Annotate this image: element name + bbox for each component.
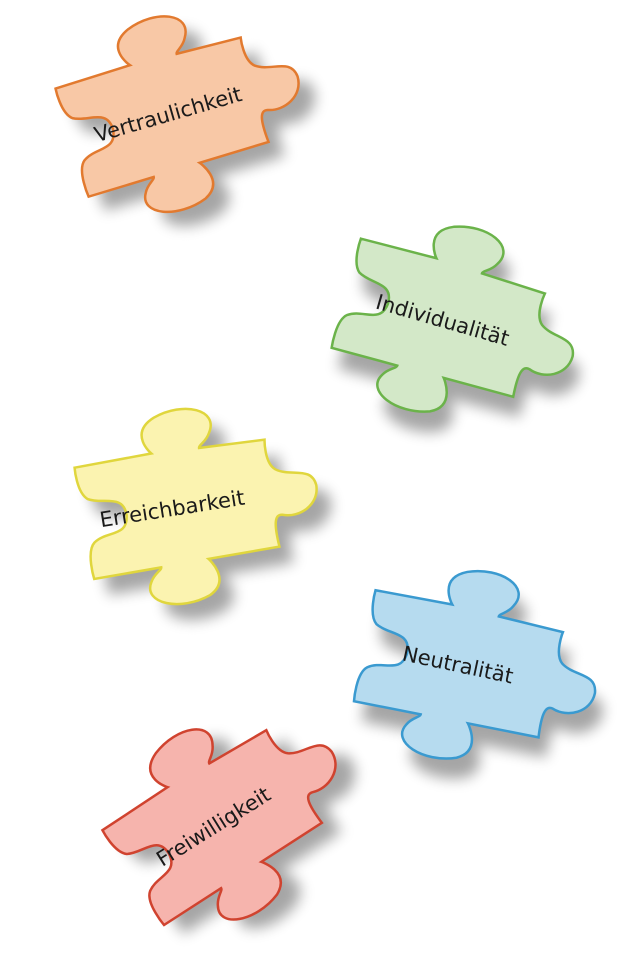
puzzle-piece-individualitaet: Individualität	[317, 197, 606, 470]
puzzle-piece-neutralitaet: Neutralität	[342, 548, 618, 808]
puzzle-piece-vertraulichkeit: Vertraulichkeit	[42, 0, 341, 249]
puzzle-piece-erreichbarkeit: Erreichbarkeit	[66, 388, 347, 634]
puzzle-piece-freiwilligkeit: Freiwilligkeit	[79, 668, 403, 960]
